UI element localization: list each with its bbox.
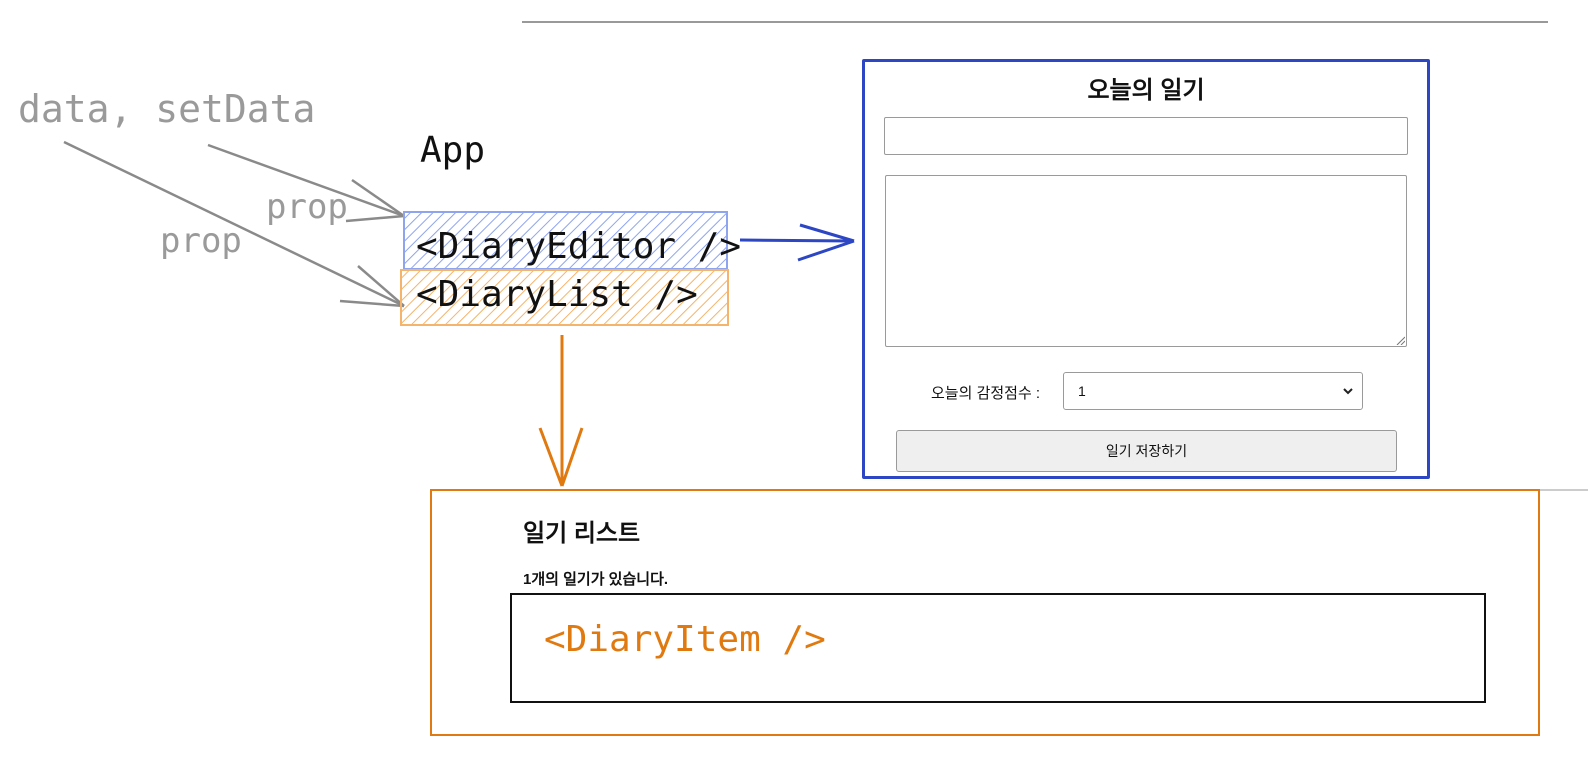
chevron-down-icon xyxy=(1343,388,1353,395)
save-diary-button[interactable]: 일기 저장하기 xyxy=(896,430,1397,472)
state-label: data, setData xyxy=(18,87,315,131)
prop-label-top: prop xyxy=(266,187,348,227)
emotion-label: 오늘의 감정점수 : xyxy=(931,385,1041,402)
content-textarea[interactable] xyxy=(885,175,1407,347)
emotion-selected-value: 1 xyxy=(1078,383,1086,399)
diary-list-label: <DiaryList /> xyxy=(416,274,698,315)
diary-editor-label: <DiaryEditor /> xyxy=(416,226,741,267)
list-arrow xyxy=(538,335,584,487)
author-input[interactable] xyxy=(884,117,1408,155)
diary-count-text: 1개의 일기가 있습니다. xyxy=(523,571,669,588)
diary-item-label: <DiaryItem /> xyxy=(544,619,826,660)
resize-grip-icon[interactable] xyxy=(1395,335,1405,345)
diary-list-panel: 일기 리스트 1개의 일기가 있습니다. <DiaryItem /> xyxy=(430,489,1540,736)
prop-label-left: prop xyxy=(160,221,242,261)
list-title: 일기 리스트 xyxy=(523,520,641,547)
diary-list-component: <DiaryList /> xyxy=(400,269,729,326)
emotion-select[interactable]: 1 xyxy=(1063,372,1363,410)
app-label: App xyxy=(420,130,485,171)
editor-title: 오늘의 일기 xyxy=(1087,77,1205,104)
prop-arrow-editor xyxy=(207,143,405,223)
diary-editor-component: <DiaryEditor /> xyxy=(403,211,741,270)
diary-editor-panel: 오늘의 일기 오늘의 감정점수 : 1 일기 저장하기 xyxy=(862,59,1430,479)
editor-arrow xyxy=(739,223,855,262)
prop-arrow-list xyxy=(63,140,405,308)
diary-item-box: <DiaryItem /> xyxy=(510,593,1486,703)
